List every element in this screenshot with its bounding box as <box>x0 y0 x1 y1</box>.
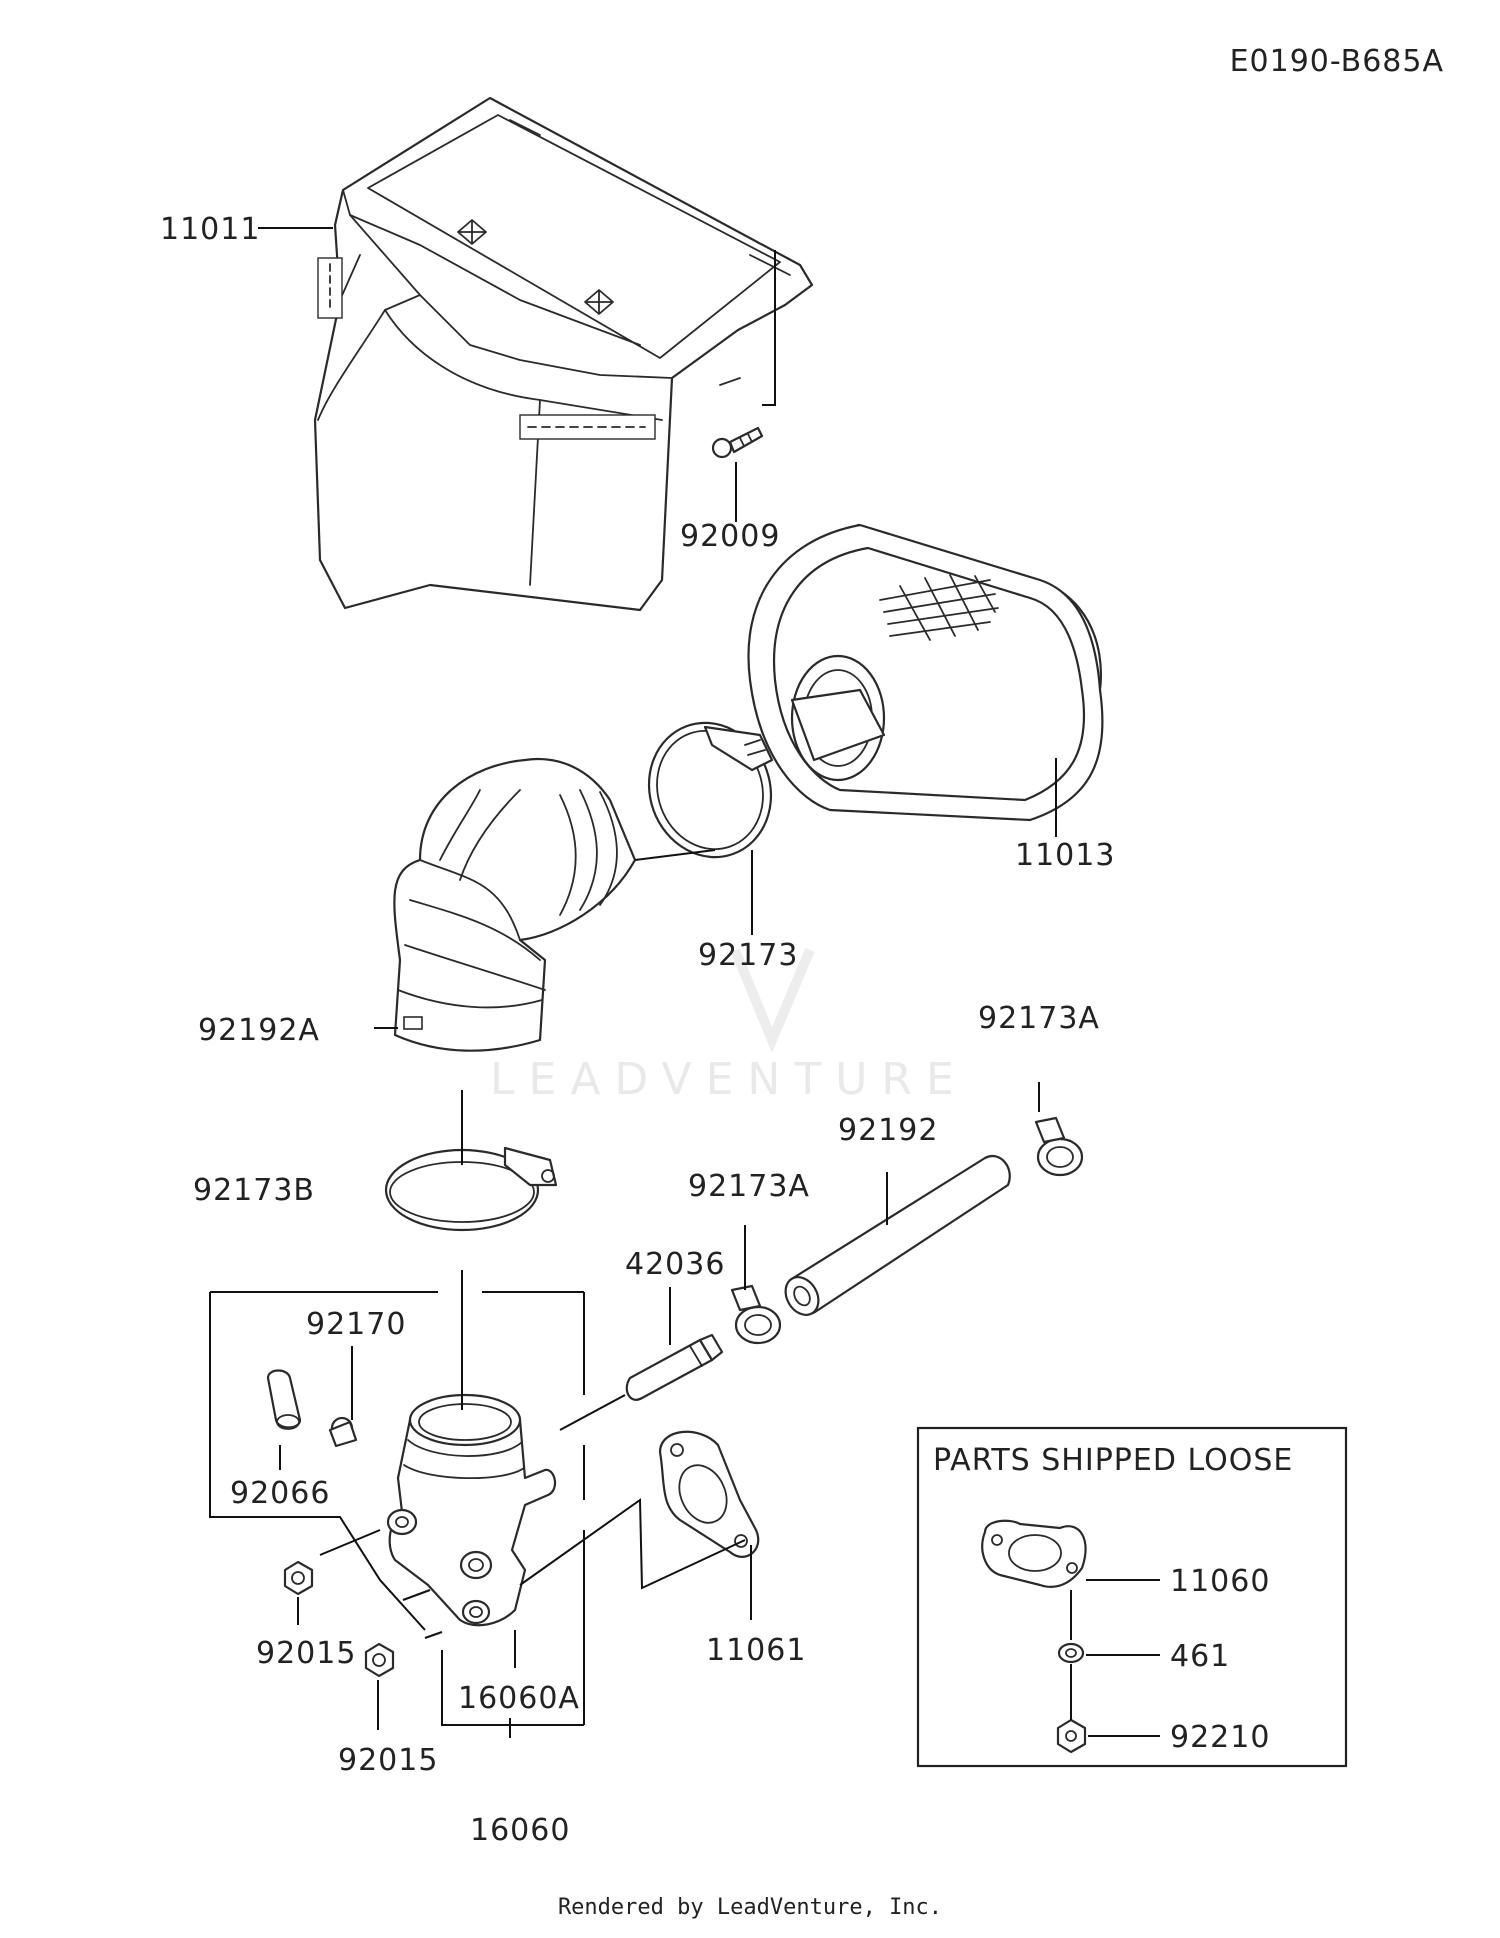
watermark-text: LEADVENTURE <box>490 1054 968 1105</box>
loose-gasket[interactable] <box>981 1519 1087 1588</box>
callout-11061[interactable]: 11061 <box>706 1633 806 1668</box>
callout-461[interactable]: 461 <box>1170 1639 1230 1674</box>
vacuum-cap[interactable] <box>266 1369 302 1430</box>
lift-here-label <box>317 257 656 440</box>
breather-pipe[interactable] <box>625 1333 724 1401</box>
callout-16060[interactable]: 16060 <box>470 1813 570 1848</box>
leader-lines <box>209 227 1057 1738</box>
flange-nut-right[interactable] <box>364 1642 395 1678</box>
loose-box-title: PARTS SHIPPED LOOSE <box>933 1443 1293 1478</box>
vent-hose[interactable] <box>779 1155 1011 1321</box>
intake-gasket[interactable] <box>658 1430 760 1558</box>
air-cleaner-cover[interactable] <box>313 96 814 612</box>
callout-11060[interactable]: 11060 <box>1170 1564 1270 1599</box>
callout-92210[interactable]: 92210 <box>1170 1720 1270 1755</box>
air-cleaner-element[interactable] <box>747 523 1104 822</box>
element-mesh <box>879 574 999 641</box>
parts-shipped-loose-box: PARTS SHIPPED LOOSE <box>916 1426 1348 1768</box>
callout-92192a[interactable]: 92192A <box>198 1013 320 1048</box>
callout-92192[interactable]: 92192 <box>838 1113 938 1148</box>
hose-clamp-small-top[interactable] <box>1034 1116 1084 1177</box>
loose-washer[interactable] <box>1057 1642 1085 1664</box>
callout-92173a-mid[interactable]: 92173A <box>688 1169 810 1204</box>
callout-92173b[interactable]: 92173B <box>193 1173 315 1208</box>
diagram-code: E0190-B685A <box>1229 44 1444 79</box>
callout-labels: 11011 92009 11013 92173 92192A 92173A 92… <box>160 212 1270 1848</box>
callout-92173a-top[interactable]: 92173A <box>978 1001 1100 1036</box>
cover-screw[interactable] <box>711 426 764 459</box>
footer-credit: Rendered by LeadVenture, Inc. <box>557 1895 943 1920</box>
flange-nut-left[interactable] <box>283 1560 314 1596</box>
intake-pipe[interactable] <box>386 1393 557 1627</box>
hose-clamp-small-mid[interactable] <box>730 1284 782 1345</box>
callout-92173[interactable]: 92173 <box>698 938 798 973</box>
hose-clamp-elbow[interactable] <box>384 1146 558 1232</box>
cover-vent-mark <box>457 219 614 315</box>
callout-92170[interactable]: 92170 <box>306 1307 406 1342</box>
hose-clamp-large[interactable] <box>630 706 789 875</box>
callout-11011[interactable]: 11011 <box>160 212 260 247</box>
intake-elbow-hose[interactable] <box>393 758 637 1052</box>
callout-92066[interactable]: 92066 <box>230 1476 330 1511</box>
callout-11013[interactable]: 11013 <box>1015 838 1115 873</box>
callout-92015-a[interactable]: 92015 <box>256 1636 356 1671</box>
hose-clip[interactable] <box>328 1416 358 1448</box>
callout-92015-b[interactable]: 92015 <box>338 1743 438 1778</box>
callout-42036[interactable]: 42036 <box>625 1247 725 1282</box>
callout-16060a[interactable]: 16060A <box>458 1681 580 1716</box>
loose-nut[interactable] <box>1056 1718 1087 1754</box>
callout-92009[interactable]: 92009 <box>680 519 780 554</box>
watermark-logo <box>730 948 815 1054</box>
